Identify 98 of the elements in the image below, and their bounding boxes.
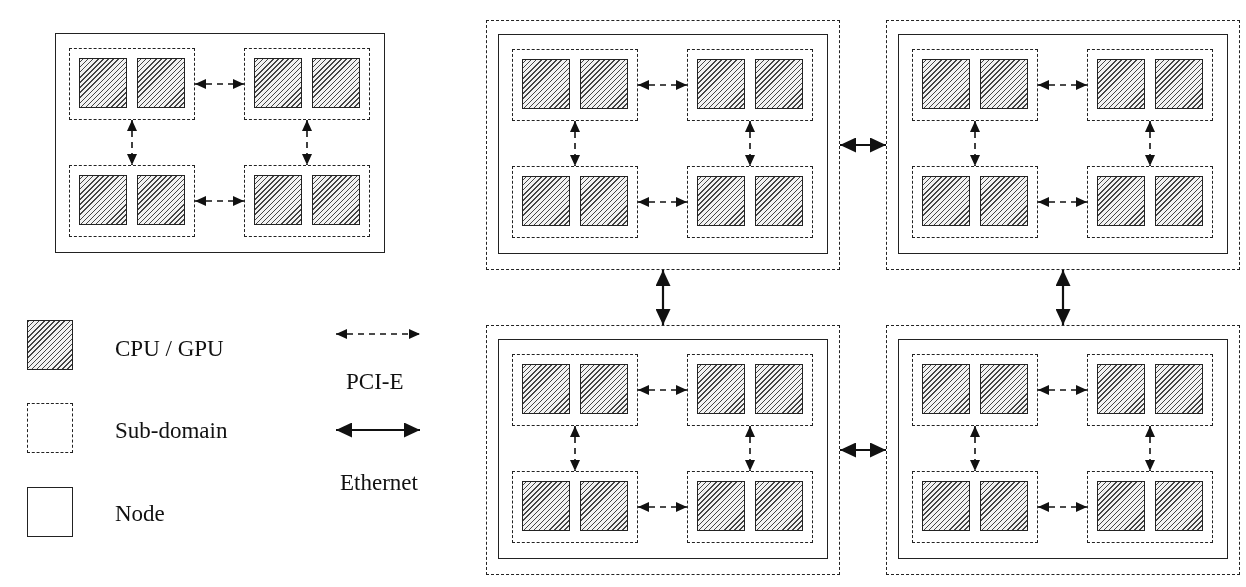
processor-box	[1155, 176, 1203, 226]
double-arrow	[637, 80, 688, 90]
node-box	[498, 34, 828, 254]
double-arrow	[970, 120, 980, 167]
subdomain-box	[69, 165, 195, 237]
processor-box	[79, 175, 127, 225]
processor-box	[697, 176, 745, 226]
double-arrow	[194, 196, 245, 206]
subdomain-box	[886, 20, 1240, 270]
subdomain-box	[244, 48, 370, 120]
double-arrow	[194, 79, 245, 89]
node-box	[55, 33, 385, 253]
double-arrow	[637, 385, 688, 395]
double-arrow	[1037, 502, 1088, 512]
double-arrow	[1055, 270, 1071, 325]
subdomain-box	[687, 49, 813, 121]
subdomain-box	[912, 354, 1038, 426]
double-arrow	[302, 119, 312, 166]
subdomain-box	[244, 165, 370, 237]
processor-box	[522, 481, 570, 531]
processor-box	[755, 176, 803, 226]
processor-box	[580, 364, 628, 414]
processor-box	[522, 176, 570, 226]
processor-box	[1155, 59, 1203, 109]
node-box	[898, 34, 1228, 254]
processor-box	[1097, 481, 1145, 531]
processor-box	[580, 59, 628, 109]
processor-box	[755, 59, 803, 109]
subdomain-box	[912, 49, 1038, 121]
legend-label: PCI-E	[346, 370, 404, 393]
subdomain-box	[512, 49, 638, 121]
processor-box	[980, 176, 1028, 226]
processor-box	[254, 175, 302, 225]
processor-box	[522, 364, 570, 414]
processor-box	[580, 176, 628, 226]
double-arrow	[570, 425, 580, 472]
processor-box	[312, 175, 360, 225]
processor-box	[137, 58, 185, 108]
processor-box	[580, 481, 628, 531]
subdomain-box	[486, 325, 840, 575]
double-arrow	[745, 425, 755, 472]
processor-box	[922, 59, 970, 109]
subdomain-box	[687, 471, 813, 543]
subdomain-box	[1087, 49, 1213, 121]
processor-box	[922, 176, 970, 226]
processor-box	[922, 481, 970, 531]
processor-box	[1097, 59, 1145, 109]
legend-label: CPU / GPU	[115, 337, 224, 360]
double-arrow	[127, 119, 137, 166]
processor-box	[980, 481, 1028, 531]
double-arrow	[637, 502, 688, 512]
double-arrow	[1037, 385, 1088, 395]
processor-box	[697, 59, 745, 109]
node-box	[498, 339, 828, 559]
double-arrow	[570, 120, 580, 167]
processor-box	[697, 481, 745, 531]
subdomain-box	[486, 20, 840, 270]
double-arrow	[655, 270, 671, 325]
double-arrow	[1037, 80, 1088, 90]
subdomain-box	[687, 166, 813, 238]
double-arrow	[1145, 120, 1155, 167]
node-box	[898, 339, 1228, 559]
subdomain-box	[912, 166, 1038, 238]
subdomain-box	[1087, 354, 1213, 426]
double-arrow	[840, 137, 886, 153]
processor-box	[980, 59, 1028, 109]
subdomain-box	[912, 471, 1038, 543]
processor-box	[522, 59, 570, 109]
subdomain-box	[512, 354, 638, 426]
processor-box	[922, 364, 970, 414]
legend-label: Sub-domain	[115, 419, 228, 442]
subdomain-box	[886, 325, 1240, 575]
legend-label: Ethernet	[340, 471, 418, 494]
processor-box	[755, 364, 803, 414]
processor-box	[1155, 364, 1203, 414]
processor-box	[312, 58, 360, 108]
processor-box	[1155, 481, 1203, 531]
double-arrow	[637, 197, 688, 207]
subdomain-box	[512, 166, 638, 238]
double-arrow	[745, 120, 755, 167]
processor-box	[79, 58, 127, 108]
processor-box	[254, 58, 302, 108]
subdomain-box	[687, 354, 813, 426]
legend-label: Node	[115, 502, 165, 525]
subdomain-box	[512, 471, 638, 543]
processor-box	[980, 364, 1028, 414]
subdomain-box	[1087, 471, 1213, 543]
double-arrow	[840, 442, 886, 458]
processor-box	[1097, 176, 1145, 226]
processor-box	[697, 364, 745, 414]
double-arrow	[1037, 197, 1088, 207]
processor-box	[137, 175, 185, 225]
processor-box	[755, 481, 803, 531]
processor-box	[1097, 364, 1145, 414]
double-arrow	[1145, 425, 1155, 472]
subdomain-box	[1087, 166, 1213, 238]
double-arrow	[970, 425, 980, 472]
subdomain-box	[69, 48, 195, 120]
